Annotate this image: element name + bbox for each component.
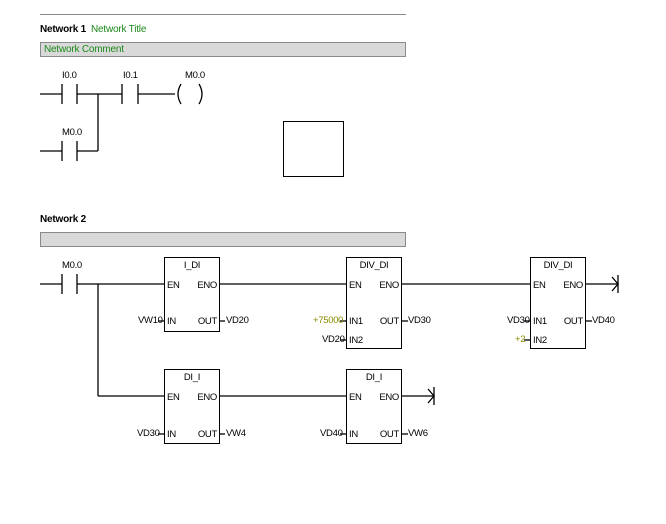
pin-en: EN	[533, 280, 546, 291]
pin-en: EN	[349, 392, 362, 403]
pin-out: OUT	[379, 316, 399, 327]
network1-label[interactable]: Network 1	[40, 24, 86, 35]
pin-in1: IN1	[349, 316, 363, 327]
pin-eno: ENO	[197, 280, 217, 291]
pin-in: IN	[167, 429, 176, 440]
pin-in: IN	[167, 316, 176, 327]
network1-comment: Network Comment	[44, 44, 124, 55]
block-div-di-2[interactable]: DIV_DI EN ENO IN1 OUT IN2	[530, 257, 586, 349]
network2-comment-bar[interactable]	[40, 232, 406, 247]
contact-label-m00: M0.0	[62, 127, 82, 138]
operand-vw10[interactable]: VW10	[138, 315, 163, 326]
pin-out: OUT	[197, 429, 217, 440]
block-i-di[interactable]: I_DI EN ENO IN OUT	[164, 257, 220, 332]
operand-vd40-out[interactable]: VD40	[592, 315, 615, 326]
block-title: DIV_DI	[359, 260, 389, 271]
block-title: DIV_DI	[543, 260, 573, 271]
empty-box-element[interactable]	[283, 121, 344, 177]
contact-label-i00: I0.0	[62, 70, 77, 81]
network2-label[interactable]: Network 2	[40, 214, 86, 225]
pin-eno: ENO	[563, 280, 583, 291]
pin-en: EN	[167, 392, 180, 403]
pin-eno: ENO	[379, 392, 399, 403]
network1-comment-bar[interactable]: Network Comment	[40, 42, 406, 57]
operand-const-75000[interactable]: +75000	[313, 315, 344, 326]
block-title: I_DI	[183, 260, 201, 271]
pin-eno: ENO	[197, 392, 217, 403]
block-title: DI_I	[183, 372, 201, 383]
block-di-i-2[interactable]: DI_I EN ENO IN OUT	[346, 369, 402, 444]
network-separator	[40, 14, 406, 15]
operand-vd40-in[interactable]: VD40	[320, 428, 343, 439]
operand-vd20-out[interactable]: VD20	[226, 315, 249, 326]
block-title: DI_I	[365, 372, 383, 383]
operand-vd30-in[interactable]: VD30	[507, 315, 530, 326]
network1-title[interactable]: Network Title	[91, 24, 147, 35]
contact-label-m00-n2: M0.0	[62, 260, 82, 271]
pin-en: EN	[349, 280, 362, 291]
pin-out: OUT	[197, 316, 217, 327]
pin-eno: ENO	[379, 280, 399, 291]
coil-label-m00: M0.0	[185, 70, 205, 81]
pin-in: IN	[349, 429, 358, 440]
pin-in2: IN2	[349, 335, 363, 346]
pin-in2: IN2	[533, 335, 547, 346]
operand-const-2[interactable]: +2	[515, 334, 526, 345]
pin-out: OUT	[379, 429, 399, 440]
operand-vd30-out[interactable]: VD30	[408, 315, 431, 326]
block-di-i-1[interactable]: DI_I EN ENO IN OUT	[164, 369, 220, 444]
pin-en: EN	[167, 280, 180, 291]
pin-in1: IN1	[533, 316, 547, 327]
operand-vd20-in[interactable]: VD20	[322, 334, 345, 345]
contact-label-i01: I0.1	[123, 70, 138, 81]
operand-vw6-out[interactable]: VW6	[408, 428, 428, 439]
operand-vd30-in2[interactable]: VD30	[137, 428, 160, 439]
block-div-di-1[interactable]: DIV_DI EN ENO IN1 OUT IN2	[346, 257, 402, 349]
pin-out: OUT	[563, 316, 583, 327]
operand-vw4-out[interactable]: VW4	[226, 428, 246, 439]
